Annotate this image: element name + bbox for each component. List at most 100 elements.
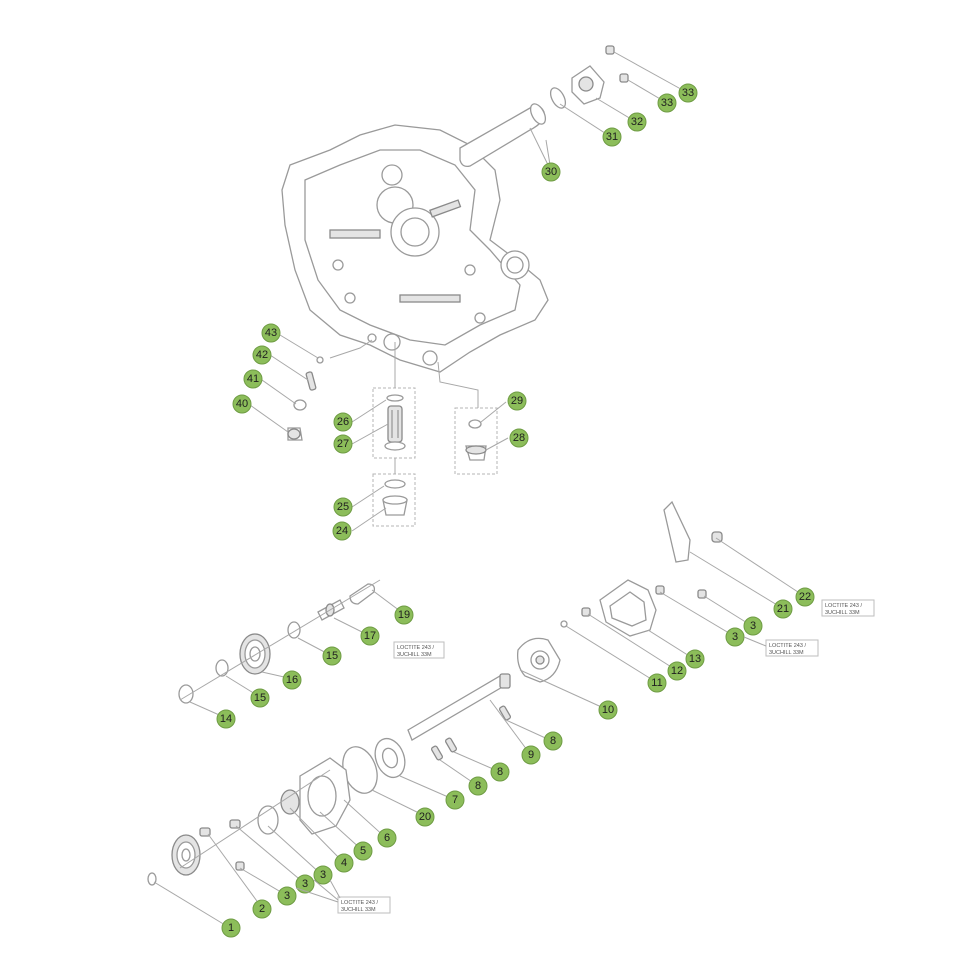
callout-8-a[interactable]: 8: [543, 731, 563, 751]
svg-text:12: 12: [671, 665, 683, 677]
svg-text:LOCTITE 243 /: LOCTITE 243 /: [769, 643, 806, 649]
callout-4[interactable]: 4: [334, 853, 354, 873]
bottom-gear-group: [147, 757, 387, 929]
callout-21[interactable]: 21: [773, 599, 793, 619]
callout-41[interactable]: 41: [243, 369, 263, 389]
svg-text:8: 8: [550, 735, 556, 747]
svg-text:3: 3: [320, 869, 326, 881]
svg-text:40: 40: [236, 398, 248, 410]
svg-text:27: 27: [337, 438, 349, 450]
callout-31[interactable]: 31: [602, 127, 622, 147]
crankcase-housing: [281, 124, 549, 373]
callout-3-c[interactable]: 3: [313, 865, 333, 885]
callout-12[interactable]: 12: [667, 661, 687, 681]
svg-text:3UCHILL 33M: 3UCHILL 33M: [397, 652, 432, 658]
svg-text:1: 1: [228, 922, 234, 934]
note-loctite-17: LOCTITE 243 / 3UCHILL 33M: [393, 641, 445, 659]
svg-text:14: 14: [220, 713, 232, 725]
valve-group-right: [437, 361, 509, 475]
svg-text:4: 4: [341, 857, 347, 869]
svg-text:43: 43: [265, 327, 277, 339]
callout-14[interactable]: 14: [216, 709, 236, 729]
callout-1[interactable]: 1: [221, 918, 241, 938]
svg-text:22: 22: [799, 591, 811, 603]
callout-26[interactable]: 26: [333, 412, 353, 432]
callout-7[interactable]: 7: [445, 790, 465, 810]
svg-text:31: 31: [606, 131, 618, 143]
gear-train-left: [178, 579, 405, 719]
callout-13[interactable]: 13: [685, 649, 705, 669]
svg-text:2: 2: [259, 903, 265, 915]
callout-28[interactable]: 28: [509, 428, 529, 448]
callout-22[interactable]: 22: [795, 587, 815, 607]
callout-3-a[interactable]: 3: [743, 616, 763, 636]
callout-11[interactable]: 11: [647, 673, 667, 693]
callout-3-b[interactable]: 3: [725, 627, 745, 647]
svg-text:20: 20: [419, 811, 431, 823]
svg-text:42: 42: [256, 349, 268, 361]
svg-text:6: 6: [384, 832, 390, 844]
callout-labels: 43 42 41 40 26 27 25 24 29 28 30 31 32 3…: [216, 83, 815, 938]
callout-5[interactable]: 5: [353, 841, 373, 861]
svg-text:11: 11: [651, 677, 662, 689]
callout-30[interactable]: 30: [541, 162, 561, 182]
svg-text:3UCHILL 33M: 3UCHILL 33M: [825, 610, 860, 616]
svg-text:15: 15: [254, 692, 266, 704]
shaft-group: [459, 45, 689, 172]
svg-text:5: 5: [360, 845, 366, 857]
callout-8-b[interactable]: 8: [490, 762, 510, 782]
svg-text:10: 10: [602, 704, 614, 716]
pump-group: [342, 637, 609, 817]
callout-27[interactable]: 27: [333, 434, 353, 454]
callout-24[interactable]: 24: [332, 521, 352, 541]
callout-6[interactable]: 6: [377, 828, 397, 848]
callout-17[interactable]: 17: [360, 626, 380, 646]
svg-text:15: 15: [326, 650, 338, 662]
note-loctite-22: LOCTITE 243 / 3UCHILL 33M: [821, 599, 875, 617]
svg-text:8: 8: [475, 780, 481, 792]
callout-20[interactable]: 20: [415, 807, 435, 827]
svg-text:LOCTITE 243 /: LOCTITE 243 /: [341, 900, 378, 906]
callout-32[interactable]: 32: [627, 112, 647, 132]
callout-25[interactable]: 25: [333, 497, 353, 517]
svg-text:3: 3: [284, 890, 290, 902]
svg-text:3UCHILL 33M: 3UCHILL 33M: [341, 907, 376, 913]
svg-text:19: 19: [398, 609, 410, 621]
svg-text:7: 7: [452, 794, 458, 806]
breather-group: [249, 334, 373, 441]
callout-40[interactable]: 40: [232, 394, 252, 414]
callout-19[interactable]: 19: [394, 605, 414, 625]
svg-text:33: 33: [661, 97, 673, 109]
cover-lever-group: [560, 500, 805, 683]
svg-text:28: 28: [513, 432, 525, 444]
callout-8-c[interactable]: 8: [468, 776, 488, 796]
callout-15-a[interactable]: 15: [322, 646, 342, 666]
callout-33-a[interactable]: 33: [657, 93, 677, 113]
svg-text:41: 41: [247, 373, 259, 385]
svg-text:3UCHILL 33M: 3UCHILL 33M: [769, 650, 804, 656]
svg-text:30: 30: [545, 166, 557, 178]
callout-16[interactable]: 16: [282, 670, 302, 690]
svg-text:8: 8: [497, 766, 503, 778]
svg-text:24: 24: [336, 525, 348, 537]
callout-10[interactable]: 10: [598, 700, 618, 720]
callout-15-b[interactable]: 15: [250, 688, 270, 708]
note-loctite-3-bottom: LOCTITE 243 / 3UCHILL 33M: [295, 879, 391, 914]
svg-text:21: 21: [777, 603, 789, 615]
callout-2[interactable]: 2: [252, 899, 272, 919]
callout-9[interactable]: 9: [521, 745, 541, 765]
callout-3-d[interactable]: 3: [295, 874, 315, 894]
valve-group-center: [351, 342, 416, 532]
callout-33-b[interactable]: 33: [678, 83, 698, 103]
svg-text:17: 17: [364, 630, 376, 642]
callout-42[interactable]: 42: [252, 345, 272, 365]
note-loctite-3-right: LOCTITE 243 / 3UCHILL 33M: [743, 636, 819, 657]
svg-text:26: 26: [337, 416, 349, 428]
callout-29[interactable]: 29: [507, 391, 527, 411]
svg-text:3: 3: [732, 631, 738, 643]
callout-3-e[interactable]: 3: [277, 886, 297, 906]
callout-43[interactable]: 43: [261, 323, 281, 343]
svg-text:32: 32: [631, 116, 643, 128]
svg-text:LOCTITE 243 /: LOCTITE 243 /: [825, 603, 862, 609]
